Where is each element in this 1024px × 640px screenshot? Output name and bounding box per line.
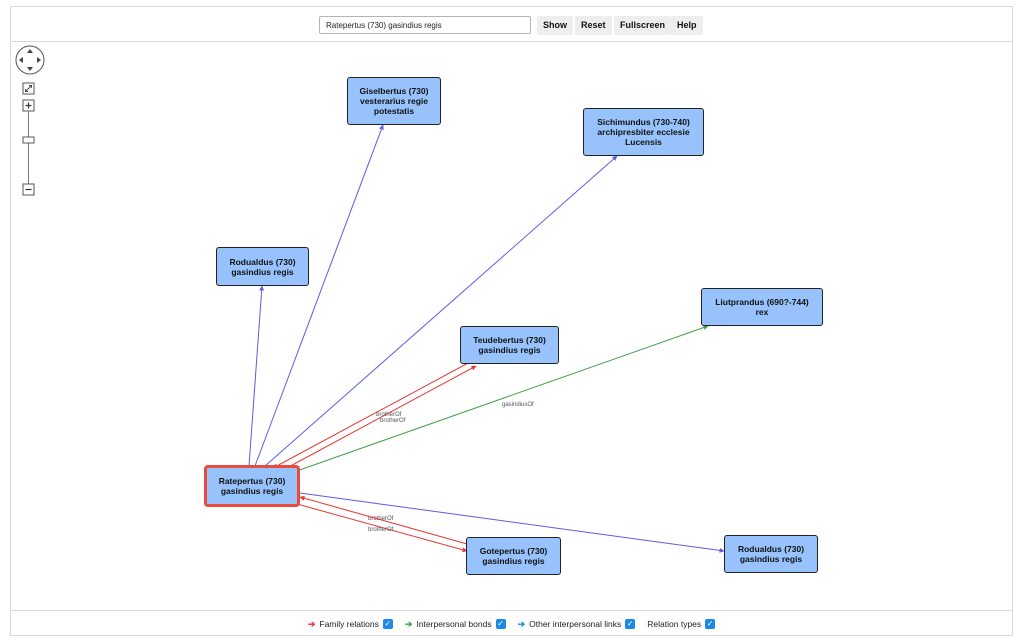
fullscreen-button[interactable]: Fullscreen: [614, 16, 672, 35]
arrow-right-icon: ➔: [404, 618, 413, 629]
edge-teudebertus-ratepertus[interactable]: [272, 361, 471, 469]
legend-family-label: Family relations: [319, 619, 379, 629]
node-giselbertus[interactable]: Giselbertus (730) vesterarius regie pote…: [347, 77, 441, 125]
app-frame: Show Reset Fullscreen Help gasindiusOf br…: [10, 6, 1013, 636]
node-liutprandus[interactable]: Liutprandus (690?-744) rex: [701, 288, 823, 326]
edge-label: brotherOf: [376, 412, 402, 418]
search-input[interactable]: [319, 16, 531, 34]
navigation-controls: [15, 45, 45, 196]
zoom-slider-handle[interactable]: [22, 136, 35, 144]
node-gotepertus[interactable]: Gotepertus (730) gasindius regis: [466, 537, 561, 575]
edge-ratepertus-gotepertus[interactable]: [296, 503, 468, 553]
fit-icon[interactable]: [22, 82, 35, 95]
show-button[interactable]: Show: [537, 16, 573, 35]
edge-ratepertus-liutprandus[interactable]: [293, 325, 709, 473]
help-button[interactable]: Help: [671, 16, 703, 35]
node-sichimundus[interactable]: Sichimundus (730-740) archipresbiter ecc…: [583, 108, 704, 156]
arrow-right-icon: ➔: [307, 618, 316, 629]
arrow-right-icon: ➔: [517, 618, 526, 629]
node-rodualdus-bottom[interactable]: Rodualdus (730) gasindius regis: [724, 535, 818, 573]
edge-gotepertus-ratepertus[interactable]: [299, 495, 468, 545]
pan-control[interactable]: [15, 45, 45, 75]
legend-interpersonal[interactable]: ➔ Interpersonal bonds ✓: [405, 619, 506, 630]
legend-other-label: Other interpersonal links: [529, 619, 622, 629]
edge-ratepertus-rodualdus2[interactable]: [299, 492, 725, 553]
toolbar: Show Reset Fullscreen Help: [11, 7, 1012, 42]
reset-button[interactable]: Reset: [575, 16, 612, 35]
node-teudebertus[interactable]: Teudebertus (730) gasindius regis: [460, 326, 559, 364]
checkbox-checked-icon[interactable]: ✓: [382, 619, 393, 629]
node-rodualdus-top[interactable]: Rodualdus (730) gasindius regis: [216, 247, 309, 286]
edge-label: gasindiusOf: [502, 402, 534, 408]
legend-relation-types-label: Relation types: [647, 619, 702, 629]
checkbox-checked-icon[interactable]: ✓: [625, 619, 636, 629]
edge-ratepertus-teudebertus[interactable]: [282, 365, 477, 471]
edge-ratepertus-rodualdus1[interactable]: [248, 285, 265, 467]
edge-label: brotherOf: [368, 516, 394, 522]
legend-relation-types[interactable]: Relation types ✓: [647, 619, 716, 629]
legend-bar: ➔ Family relations ✓ ➔ Interpersonal bon…: [11, 610, 1012, 637]
zoom-in-button[interactable]: [22, 99, 35, 112]
legend-interpersonal-label: Interpersonal bonds: [416, 619, 492, 629]
edge-layer: gasindiusOfbrotherOfbrotherOfbrotherOfbr…: [248, 124, 725, 553]
checkbox-checked-icon[interactable]: ✓: [705, 619, 716, 629]
legend-other[interactable]: ➔ Other interpersonal links ✓: [518, 619, 636, 630]
zoom-out-button[interactable]: [22, 183, 35, 196]
edge-label: brotherOf: [368, 527, 394, 533]
node-ratepertus[interactable]: Ratepertus (730) gasindius regis: [204, 465, 300, 507]
edge-ratepertus-sichimundus[interactable]: [264, 155, 618, 467]
checkbox-checked-icon[interactable]: ✓: [495, 619, 506, 629]
legend-family[interactable]: ➔ Family relations ✓: [308, 619, 393, 630]
edge-label: brotherOf: [380, 418, 406, 424]
edge-ratepertus-giselbertus[interactable]: [254, 124, 384, 467]
